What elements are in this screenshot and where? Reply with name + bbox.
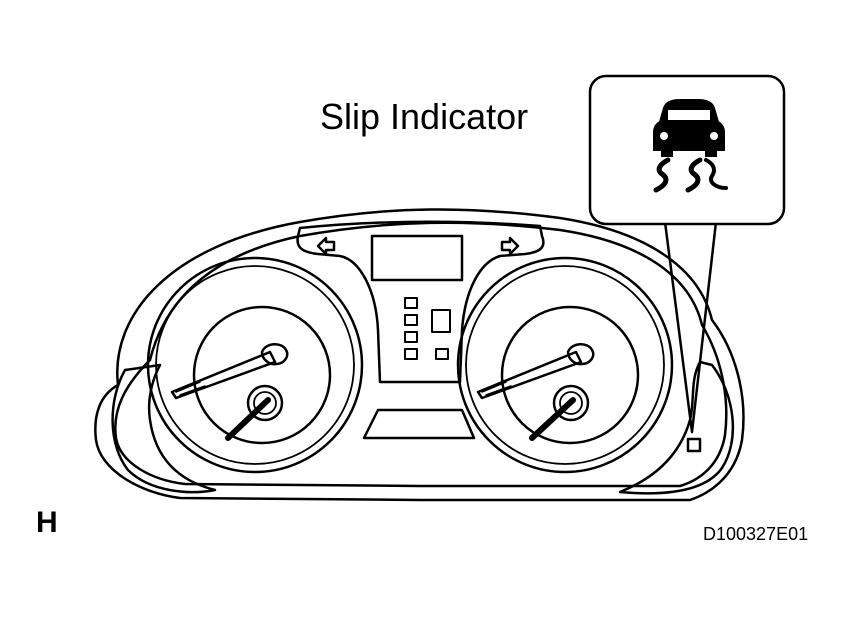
left-turn-arrow-icon: [318, 238, 334, 254]
left-gauge: [148, 258, 362, 472]
warning-lamp-group: [405, 298, 450, 359]
callout-pointer: [665, 222, 716, 432]
right-turn-arrow-icon: [502, 238, 518, 254]
cluster-housing-inner: [115, 223, 726, 486]
right-gauge-needle-hub: [568, 344, 593, 364]
right-gauge: [458, 258, 672, 472]
cluster-housing-outer: [95, 209, 743, 500]
slip-indicator-lamp-icon: [688, 439, 700, 451]
left-wing-outline: [113, 365, 215, 492]
right-trip-knob: [554, 386, 588, 420]
skid-car-icon: [654, 100, 726, 190]
section-letter: H: [36, 506, 58, 539]
left-gauge-needle: [172, 352, 275, 398]
left-trip-knob: [248, 386, 282, 420]
multi-info-display: [372, 236, 462, 280]
lower-center-display: [364, 410, 474, 438]
center-panel-outline: [298, 222, 544, 382]
callout-label: Slip Indicator: [320, 96, 529, 137]
left-gauge-needle-hub: [262, 344, 287, 364]
figure-code: D100327E01: [703, 524, 809, 544]
right-gauge-needle: [478, 352, 581, 398]
right-wing-outline: [620, 362, 733, 493]
